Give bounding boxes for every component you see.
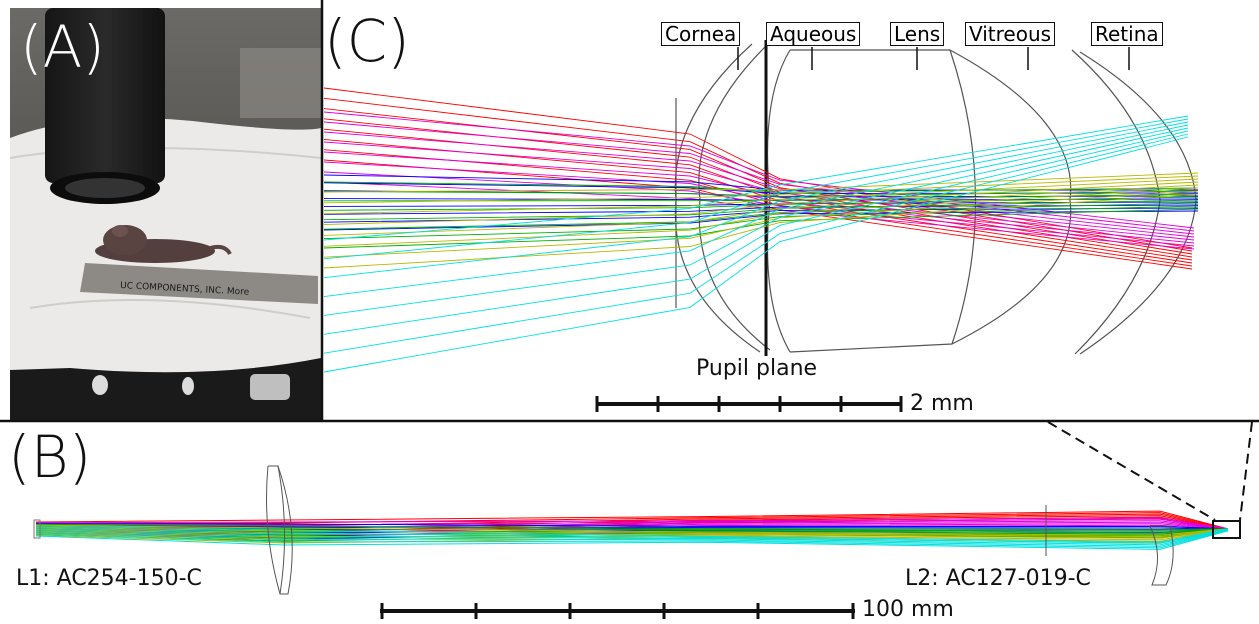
- ray-b: [35, 523, 1229, 535]
- ray-c: [323, 205, 1199, 240]
- ray-c: [323, 136, 1189, 373]
- tissue-label-cornea: Cornea: [661, 22, 741, 46]
- ray-c: [323, 181, 1199, 226]
- ray-c: [323, 190, 1199, 197]
- vitreous-back: [1071, 49, 1161, 355]
- panel-a-label: (A): [20, 13, 105, 81]
- ray-c: [323, 87, 1193, 249]
- ray-c: [323, 201, 1199, 207]
- ray-c: [323, 133, 1189, 354]
- lens-body: [789, 49, 1072, 353]
- ray-b: [35, 523, 1229, 531]
- ray-c: [323, 198, 1199, 201]
- ray-c: [323, 118, 1189, 260]
- ray-b: [35, 524, 1229, 536]
- ray-b: [35, 525, 1229, 530]
- ray-c: [323, 184, 1199, 236]
- ruler: [80, 263, 318, 304]
- eye-inset-box: [1212, 520, 1241, 539]
- tissue-ticks: [737, 47, 1130, 70]
- ray-b: [35, 517, 1229, 530]
- ray-c: [323, 115, 1189, 241]
- ray-c: [323, 190, 1199, 258]
- panel-c-label: (C): [324, 7, 410, 75]
- ray-b: [35, 523, 1229, 530]
- tissue-label-aqueous: Aqueous: [766, 22, 861, 46]
- ray-traces-b: [33, 510, 1229, 550]
- ray-b: [35, 518, 1229, 530]
- ray-b: [35, 525, 1229, 543]
- scale-bar-c: [595, 396, 903, 412]
- photo-illustration: UC COMPONENTS, INC. More: [10, 8, 321, 420]
- ray-b: [35, 528, 1229, 539]
- tissue-label-vitreous: Vitreous: [965, 22, 1056, 46]
- ray-traces-c: [323, 87, 1199, 373]
- ray-c: [323, 151, 1195, 241]
- ray-b: [35, 529, 1229, 547]
- ray-b: [35, 529, 1229, 546]
- ray-b: [35, 512, 1229, 530]
- lens-l1-label: L1: AC254-150-C: [16, 566, 202, 591]
- lens-l1: [266, 465, 293, 595]
- zoom-lines: [1047, 421, 1253, 521]
- ray-c: [323, 178, 1199, 215]
- ray-b: [35, 529, 1229, 549]
- objective-lens: [45, 8, 165, 183]
- ray-b: [35, 527, 1229, 544]
- ray-b: [35, 510, 1229, 530]
- cornea-front-surface: [674, 43, 761, 353]
- ray-b: [35, 521, 1229, 532]
- panel-b-label: (B): [8, 423, 92, 491]
- scale-label-c: 2 mm: [910, 391, 974, 416]
- ray-c: [323, 187, 1199, 247]
- ray-c: [323, 127, 1189, 316]
- ray-b: [35, 527, 1229, 534]
- ray-b: [35, 529, 1229, 541]
- ray-c: [323, 161, 1195, 244]
- ray-c: [323, 172, 1199, 193]
- lens-l2-label: L2: AC127-019-C: [905, 566, 1091, 591]
- lens-l2: [1045, 505, 1174, 586]
- mouse-photo: UC COMPONENTS, INC. More: [10, 8, 321, 420]
- ray-c: [323, 202, 1199, 230]
- ray-c: [323, 175, 1199, 204]
- ray-c: [323, 97, 1193, 252]
- ray-c: [323, 108, 1193, 255]
- ray-b: [35, 520, 1229, 531]
- ray-c: [323, 124, 1189, 298]
- ray-b: [36, 513, 1229, 531]
- ray-b: [35, 525, 1229, 532]
- scale-label-b: 100 mm: [862, 597, 954, 622]
- tissue-label-retina: Retina: [1091, 22, 1163, 46]
- source-aperture: [33, 519, 41, 539]
- scale-bar-b: [380, 603, 855, 619]
- ray-b: [35, 530, 1229, 550]
- ray-c: [323, 171, 1195, 247]
- ray-c: [323, 130, 1189, 335]
- ray-b: [35, 526, 1229, 538]
- tissue-label-lens: Lens: [890, 22, 945, 46]
- lens-back-surface: [949, 49, 977, 345]
- pupil-plane-label: Pupil plane: [696, 356, 818, 381]
- ray-c: [323, 121, 1189, 279]
